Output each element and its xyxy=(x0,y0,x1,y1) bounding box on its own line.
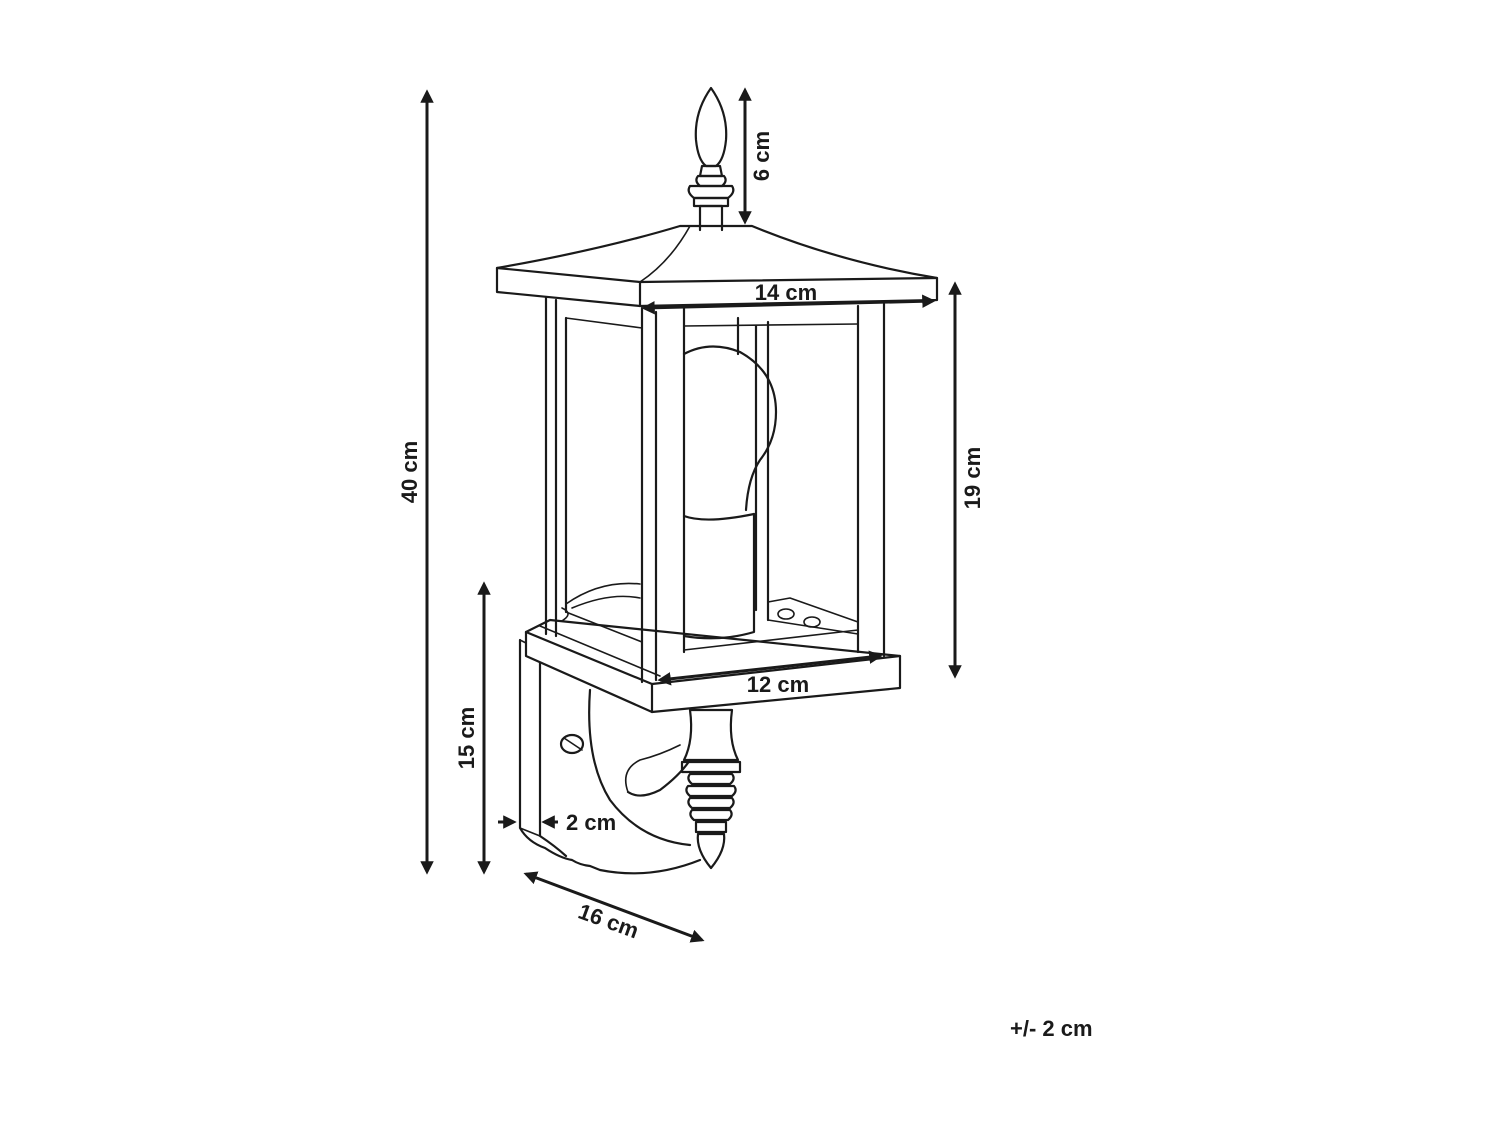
label-bracket-height: 15 cm xyxy=(454,707,479,769)
dim-line-projection xyxy=(523,871,705,943)
base-frame xyxy=(524,618,902,714)
wall-lantern-illustration xyxy=(495,86,939,875)
dim-line-base-width xyxy=(657,650,883,686)
lantern-body xyxy=(544,294,886,684)
label-finial-height: 6 cm xyxy=(749,131,774,181)
label-body-height: 19 cm xyxy=(960,447,985,509)
dimension-lines xyxy=(420,87,962,943)
label-base-width: 12 cm xyxy=(747,672,809,697)
label-total-height: 40 cm xyxy=(397,441,422,503)
dim-line-roof-width xyxy=(641,294,936,315)
label-roof-width: 14 cm xyxy=(755,280,817,305)
top-finial xyxy=(687,86,735,232)
label-wall-plate-depth: 2 cm xyxy=(566,810,616,835)
roof xyxy=(495,224,939,308)
bottom-finial xyxy=(680,708,742,870)
tolerance-note: +/- 2 cm xyxy=(1010,1016,1093,1041)
light-bulb xyxy=(682,345,778,640)
